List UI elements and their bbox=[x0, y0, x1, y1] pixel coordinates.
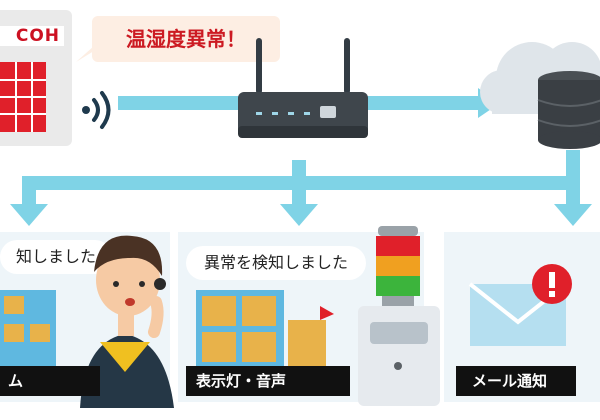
alert-bubble-tail bbox=[76, 46, 102, 62]
alert-bubble bbox=[92, 16, 280, 62]
signal-tower-icon bbox=[358, 226, 440, 406]
envelope-icon bbox=[468, 264, 572, 346]
shelf-icon bbox=[0, 290, 56, 366]
alert-message: 温湿度異常！ bbox=[126, 27, 246, 51]
wireless-signal-icon bbox=[82, 91, 111, 129]
panel-label-staff: ム bbox=[0, 366, 100, 396]
speech-bubble-indicator: 異常を検知しました bbox=[186, 246, 366, 280]
worker-icon bbox=[80, 235, 174, 408]
panel-label-email: メール通知 bbox=[456, 366, 576, 396]
sensor-brand-logo: COH bbox=[0, 26, 64, 46]
speech-bubble-staff: 知しました bbox=[0, 240, 112, 274]
sensor-display-grid bbox=[0, 62, 46, 132]
panel-label-indicator: 表示灯・音声 bbox=[186, 366, 350, 396]
sensor-display bbox=[0, 62, 46, 132]
router-icon bbox=[238, 38, 368, 138]
database-server-icon bbox=[537, 71, 600, 149]
storage-shelf-icon bbox=[196, 290, 334, 366]
